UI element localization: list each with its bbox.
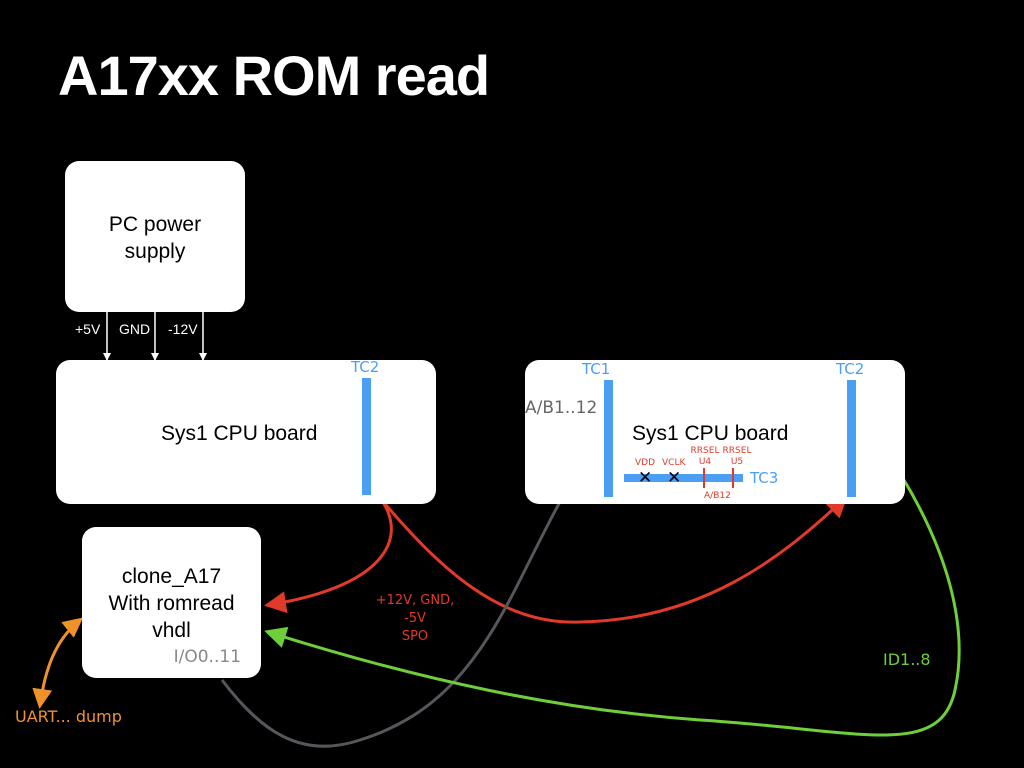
cpu-board-left-tc2-connector [362, 378, 371, 495]
slide-title: A17xx ROM read [58, 44, 490, 107]
rrsel-u4-tick [703, 468, 705, 488]
rrsel-u4-line1: RRSEL [690, 446, 720, 456]
rrsel-u5-tick [732, 468, 734, 488]
rail-12v-label: -12V [168, 321, 198, 337]
cpu-board-left: Sys1 CPU board [56, 360, 436, 504]
address-bus-label: A/B1..12 [525, 398, 598, 418]
cpu-board-right-tc2-connector [847, 380, 856, 497]
rrsel-u5-line1: RRSEL [722, 446, 752, 456]
power-supply-label: PC power supply [65, 211, 245, 265]
data-wire-label: ID1..8 [883, 650, 931, 669]
uart-label: UART... dump [15, 707, 122, 726]
power-wire-label-line2: SPO [401, 629, 429, 644]
power-wire-to-right-tc2 [373, 491, 848, 624]
clone-label-line1: clone_A17 [121, 565, 222, 588]
cpu-board-left-tc2-label: TC2 [351, 358, 380, 376]
power-supply-label-line1: PC power [108, 213, 202, 236]
power-wire-label: +12V, GND, -5V SPO [365, 592, 465, 646]
rail-5v-label: +5V [75, 321, 101, 337]
cpu-board-right-label: Sys1 CPU board [632, 422, 789, 445]
power-supply-label-line2: supply [124, 240, 186, 263]
cpu-board-right-tc3-label: TC3 [750, 469, 779, 487]
vdd-x-mark-icon: ✕ [638, 468, 653, 487]
clone-a17-box: clone_A17 With romread vhdl I/O0..11 [82, 527, 261, 678]
rrsel-u4-label: RRSEL U4 [689, 446, 721, 468]
power-wire-label-line1: +12V, GND, -5V [375, 593, 455, 626]
cpu-board-right-tc1-connector [604, 380, 613, 497]
data-wire [264, 414, 961, 737]
power-wire-to-clone [264, 490, 393, 614]
io-bus-label: I/O0..11 [173, 647, 241, 667]
cpu-board-right-tc1-label: TC1 [582, 360, 611, 378]
rrsel-u5-label: RRSEL U5 [720, 446, 754, 468]
clone-label-line3: vhdl [152, 619, 191, 642]
cpu-board-right-tc2-label: TC2 [836, 360, 865, 378]
clone-label-line2: With romread [108, 592, 235, 615]
rail-gnd-label: GND [119, 321, 151, 337]
cpu-board-left-label: Sys1 CPU board [161, 422, 318, 445]
rrsel-u5-line2: U5 [730, 457, 744, 467]
cpu-board-right-tc3-connector [624, 474, 743, 482]
ab12-label: A/B12 [704, 491, 731, 501]
vclk-label: VCLK [662, 458, 686, 468]
vclk-x-mark-icon: ✕ [667, 468, 682, 487]
clone-a17-label: clone_A17 With romread vhdl [82, 563, 261, 644]
uart-wire [32, 617, 84, 709]
vdd-label: VDD [635, 458, 656, 468]
rrsel-u4-line2: U4 [698, 457, 712, 467]
power-supply-box: PC power supply [65, 161, 245, 312]
